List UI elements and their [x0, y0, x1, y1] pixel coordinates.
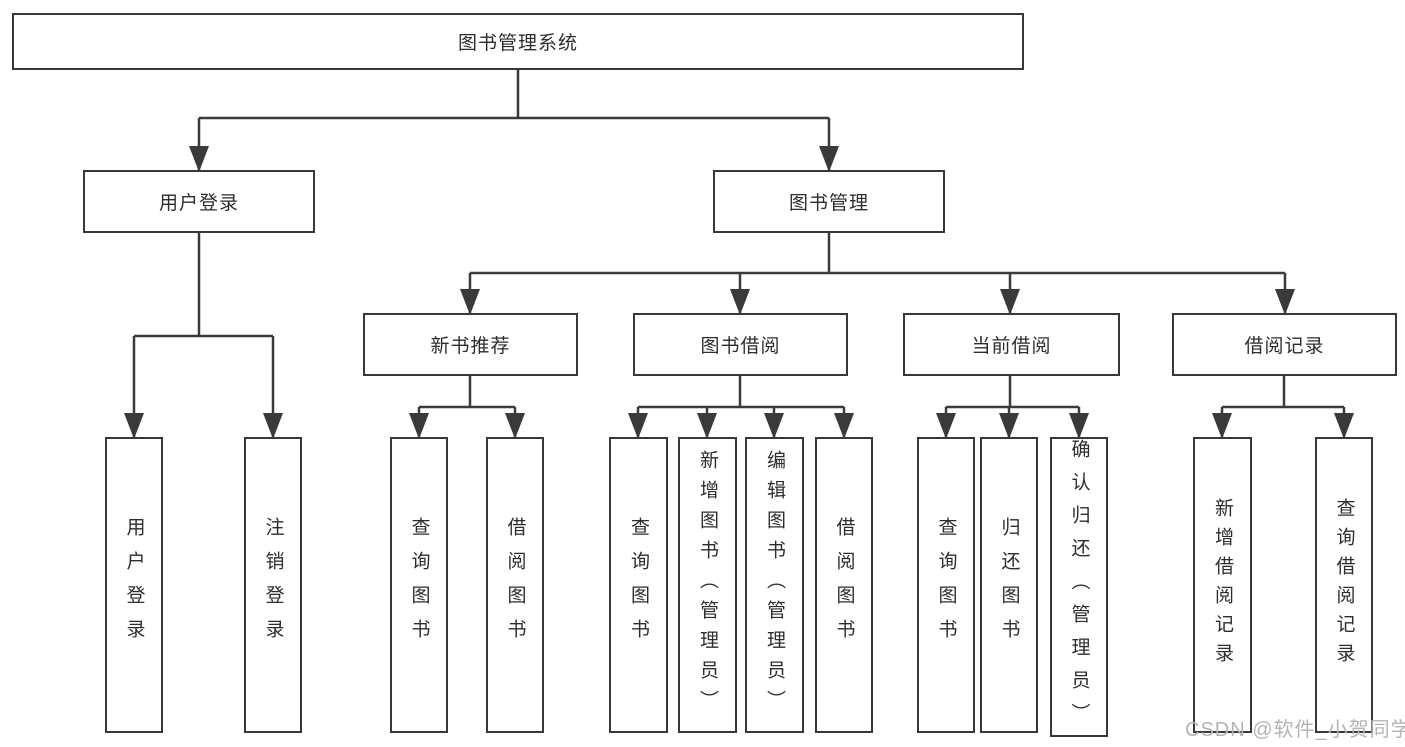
leaf-add-borrow-record: 新增借阅记录 [1193, 437, 1252, 733]
node-root-system: 图书管理系统 [12, 13, 1024, 70]
leaf-query-books-rec: 查询图书 [390, 437, 448, 733]
leaf-logout: 注销登录 [244, 437, 302, 733]
leaf-edit-book-admin: 编辑图书（管理员） [745, 437, 804, 733]
leaf-return-book: 归还图书 [980, 437, 1038, 733]
node-book-borrow: 图书借阅 [633, 313, 848, 376]
node-new-book-rec: 新书推荐 [363, 313, 578, 376]
leaf-user-login: 用户登录 [105, 437, 163, 733]
leaf-confirm-return-admin: 确认归还（管理员） [1050, 437, 1108, 737]
node-user-login: 用户登录 [83, 170, 315, 233]
leaf-query-books-borrow: 查询图书 [609, 437, 668, 733]
connector-borrow-children [628, 376, 854, 439]
node-current-borrow: 当前借阅 [903, 313, 1120, 376]
leaf-query-books-current: 查询图书 [917, 437, 975, 733]
connector-book-mgmt-children [460, 233, 1295, 315]
connector-root-to-level2 [189, 70, 839, 172]
leaf-query-borrow-record: 查询借阅记录 [1315, 437, 1373, 733]
connector-user-login-children [124, 233, 283, 439]
node-book-mgmt: 图书管理 [713, 170, 945, 233]
connector-records-children [1212, 376, 1354, 439]
connector-new-rec-children [409, 376, 525, 439]
csdn-watermark: CSDN @软件_小贺同学 [1185, 719, 1405, 741]
leaf-borrow-books: 借阅图书 [815, 437, 873, 733]
node-borrow-records: 借阅记录 [1172, 313, 1397, 376]
leaf-borrow-books-rec: 借阅图书 [486, 437, 544, 733]
connector-current-children [936, 376, 1089, 439]
leaf-add-book-admin: 新增图书（管理员） [678, 437, 737, 733]
